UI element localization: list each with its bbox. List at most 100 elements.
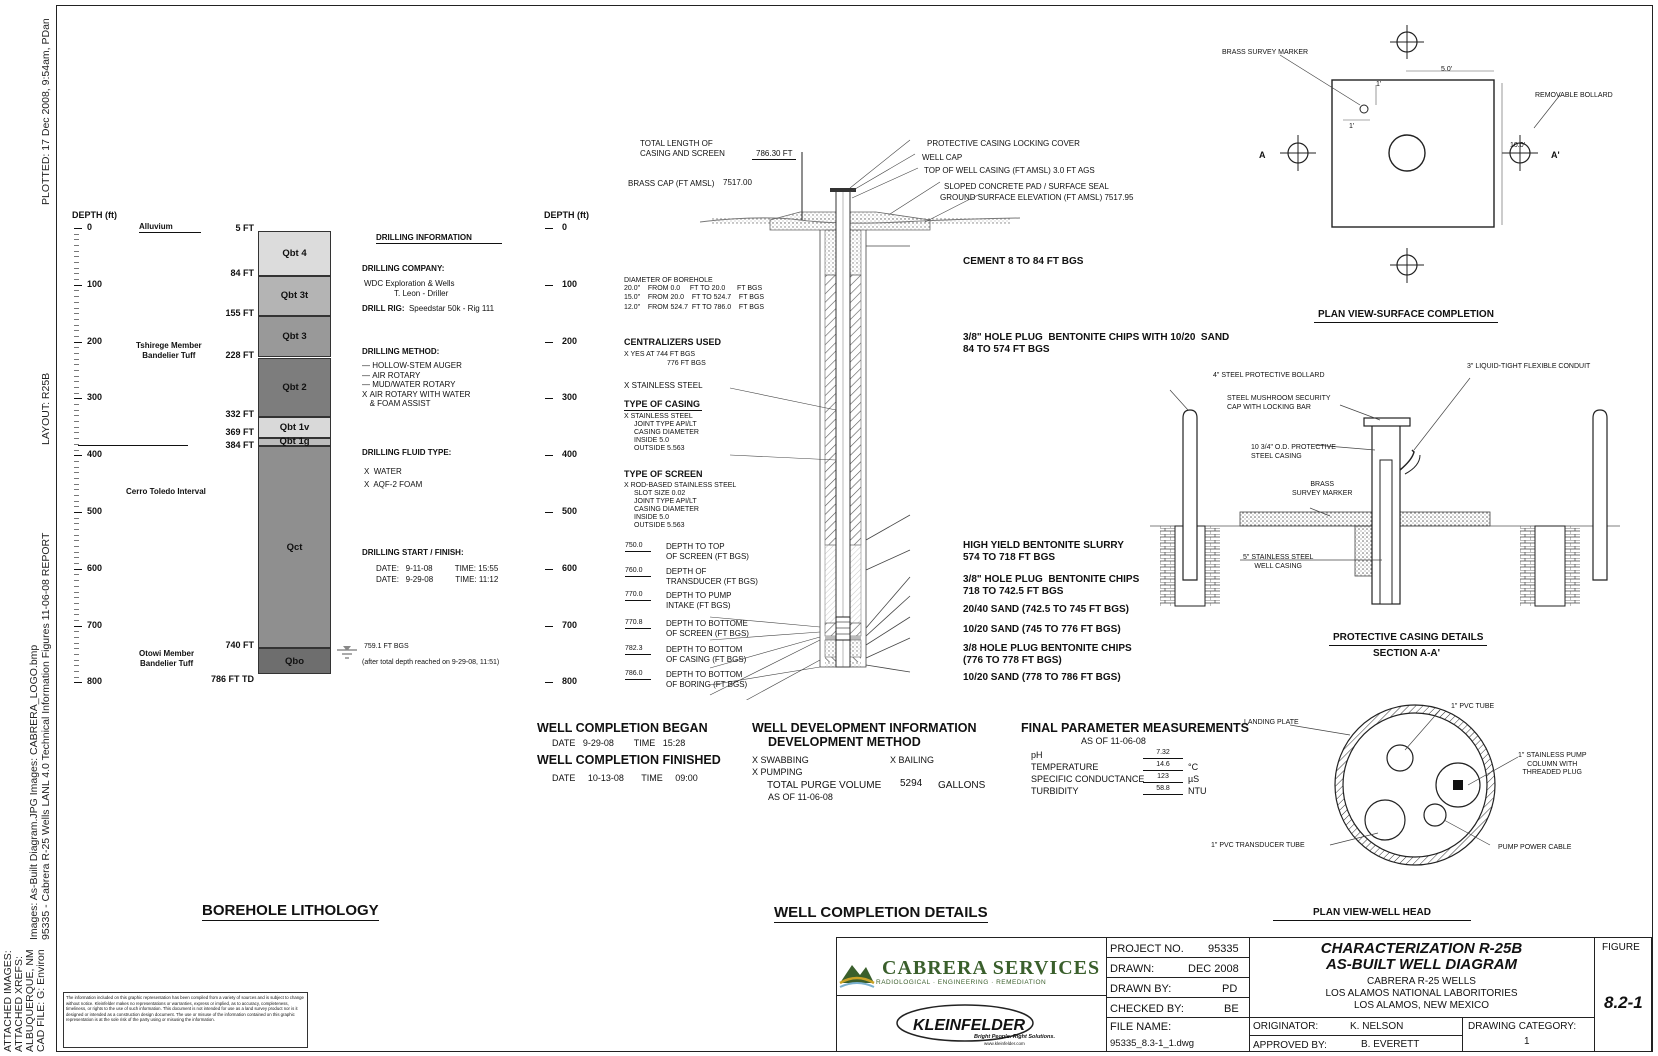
label-concrete-pad: SLOPED CONCRETE PAD / SURFACE SEAL [944,182,1109,191]
depth-tick [74,341,82,343]
screen-joint: JOINT TYPE API/LT [634,498,697,505]
depth-minor-tick [74,301,79,303]
depth-minor-tick [74,415,79,417]
litho-layer: Qbt 3t [258,275,331,317]
dev-swabbing: SWABBING [760,755,809,765]
depth-minor-tick [74,250,79,252]
depth-minor-tick [74,262,79,264]
drilling-fluid-label: DRILLING FLUID TYPE: [362,448,452,457]
depth-minor-tick [74,483,79,485]
method-air-water-foam: X AIR ROTARY WITH WATER & FOAM ASSIST [362,389,471,409]
well-schematic [700,139,1020,700]
protective-title: PROTECTIVE CASING DETAILS [1329,632,1488,646]
annular-cement: CEMENT 8 TO 84 FT BGS [963,256,1084,267]
drilling-finish: DATE: 9-29-08 TIME: 11:12 [376,575,499,584]
unit-otowi: Otowi Member Bandelier Tuff [139,649,195,668]
depth-tick [74,625,82,627]
depth-tick [74,398,82,400]
protective-subtitle: SECTION A-A' [1373,648,1441,659]
label-ground-elevation: GROUND SURFACE ELEVATION (FT AMSL) 7517.… [940,193,1134,202]
wellhead-title: PLAN VIEW-WELL HEAD [1273,907,1471,921]
dev-bailing: BAILING [898,755,935,765]
drawing-title-1: CHARACTERIZATION R-25B [1320,940,1523,957]
depth-minor-tick [74,330,79,332]
drawing-title-2: AS-BUILT WELL DIAGRAM [1325,956,1518,973]
depth-minor-tick [74,580,79,582]
depth-item-value: 786.0 [625,670,651,680]
file-label: FILE NAME: [1110,1021,1172,1033]
screen-type-material: ROD-BASED STAINLESS STEEL [630,482,737,489]
depth-minor-tick [74,585,79,587]
originator-label: ORIGINATOR: [1253,1021,1319,1032]
completion-finished: DATE 10-13-08 TIME 09:00 [552,773,698,783]
drawn-label: DRAWN: [1110,963,1155,975]
depth-minor-tick [74,671,79,673]
litho-layer: Qbt 1v [258,416,331,438]
depth-minor-tick [74,523,79,525]
depth-minor-tick [74,546,79,548]
contact-depth-label: 740 FT [225,640,254,651]
fluid-water: X WATER [364,467,402,476]
cad-file-label: CAD FILE: G: Environ [35,949,47,1052]
depth-item-label: DEPTH TO BOTTOME OF SCREEN (FT BGS) [666,619,749,638]
project-no: 95335 [1208,943,1239,955]
kleinfelder-tagline: Bright People. Right Solutions. [974,1034,1055,1040]
file-name: 95335_8.3-1_1.dwg [1110,1038,1194,1049]
depth-item-label: DEPTH TO TOP OF SCREEN (FT BGS) [666,542,749,561]
borehole-row-3: 12.0" FROM 524.7 FT TO 786.0 FT BGS [624,304,765,311]
depth-minor-tick [74,392,79,394]
depth-minor-tick [74,443,79,445]
centralizers-label: CENTRALIZERS USED [624,337,722,347]
purge-volume-unit: GALLONS [938,780,986,791]
completion-title: WELL COMPLETION DETAILS [774,904,988,923]
depth-minor-tick [74,551,79,553]
litho-depth-header: DEPTH (ft) [72,210,117,220]
depth-tick [545,398,553,400]
depth-minor-tick [74,358,79,360]
contact-depth-label: 228 FT [225,349,254,360]
contact-depth-label: 332 FT [225,408,254,419]
layout-text: LAYOUT: R25B [40,372,52,445]
section-a-left: A [1259,150,1266,160]
drawnby: PD [1222,983,1238,995]
brass-marker-label: BRASS SURVEY MARKER [1222,49,1309,56]
annular-chips-2: 3/8 HOLE PLUG BENTONITE CHIPS (776 TO 77… [963,643,1132,666]
casing-inside: INSIDE 5.0 [634,437,670,444]
contact-depth-label: 5 FT [235,222,254,233]
depth-minor-tick [74,614,79,616]
screen-type-label: TYPE OF SCREEN [624,469,703,479]
depth-minor-tick [74,665,79,667]
depth-minor-tick [74,494,79,496]
depth-minor-tick [74,307,79,309]
label-well-cap: WELL CAP [922,153,963,162]
depth-minor-tick [74,460,79,462]
contact-depth-label: 786 FT TD [210,674,254,685]
depth-item-label: DEPTH TO PUMP INTAKE (FT BGS) [666,591,732,610]
depth-minor-tick [74,313,79,315]
method-hollow-stem: — HOLLOW-STEM AUGER [362,361,462,370]
screen-inside: INSIDE 5.0 [634,514,670,521]
drawing-sub-2: LOS ALAMOS NATIONAL LABORITORIES [1325,988,1518,999]
dev-pumping: PUMPING [760,767,803,777]
param-value: 14.6 [1143,761,1183,771]
label-mushroom-cap: STEEL MUSHROOM SECURITY CAP WITH LOCKING… [1227,395,1331,411]
depth-minor-tick [74,557,79,559]
depth-tick [545,625,553,627]
lithology-title: BOREHOLE LITHOLOGY [202,902,379,921]
label-top-casing: TOP OF WELL CASING (FT AMSL) 3.0 FT AGS [924,166,1095,175]
depth-tick [545,568,553,570]
annular-sand-1020: 10/20 SAND (745 TO 776 FT BGS) [963,624,1121,635]
param-unit: NTU [1188,786,1207,796]
file-info-text: 95335 - Cabrera R-25 Wells LANL 4.0 Tech… [40,532,52,940]
kleinfelder-logo-icon [896,1004,1034,1042]
unit-alluvium: Alluvium [139,222,173,231]
final-params-as-of: AS OF 11-06-08 [1081,736,1146,746]
depth-tick-label: 100 [562,278,578,289]
param-label: pH [1031,750,1043,760]
param-value: 7.32 [1143,749,1183,759]
annular-sand-final: 10/20 SAND (778 TO 786 FT BGS) [963,672,1121,683]
drilling-start: DATE: 9-11-08 TIME: 15:55 [376,564,499,573]
method-mud-rotary: — MUD/WATER ROTARY [362,380,456,389]
depth-tick [545,284,553,286]
casing-type-label: TYPE OF CASING [624,399,703,411]
